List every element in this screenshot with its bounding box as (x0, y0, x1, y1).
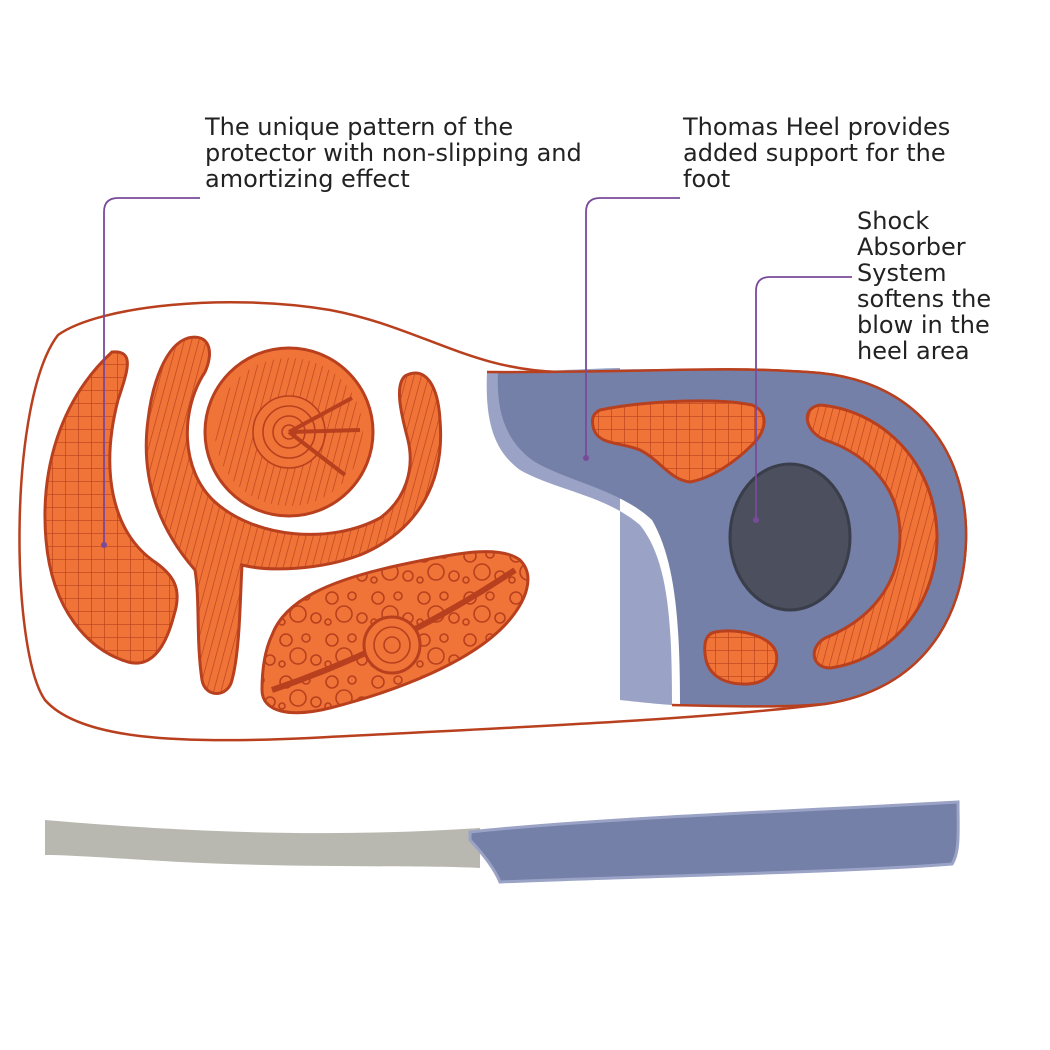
heel-crescent-pad (805, 403, 939, 670)
side-profile-blue (468, 800, 960, 884)
leader-protector (103, 197, 200, 545)
protector-annotation: The unique pattern of the protector with… (205, 113, 582, 193)
heel-small-pad (703, 629, 779, 686)
thomas-heel-pad (590, 399, 766, 484)
bubble-pad (260, 550, 530, 715)
side-profile-gray (45, 820, 480, 868)
leader-lines (101, 197, 852, 548)
shock-absorber (728, 462, 852, 612)
ball-round-pad (203, 346, 375, 518)
thomas-heel-annotation: Thomas Heel provides added support for t… (683, 113, 951, 193)
shock-absorber-annotation: Shock Absorber System softens the blow i… (857, 207, 992, 365)
leader-thomas-heel (585, 197, 680, 458)
leader-shock-absorber (755, 276, 852, 520)
toe-crescent-pad (43, 350, 179, 665)
y-arm-pad (144, 335, 443, 695)
